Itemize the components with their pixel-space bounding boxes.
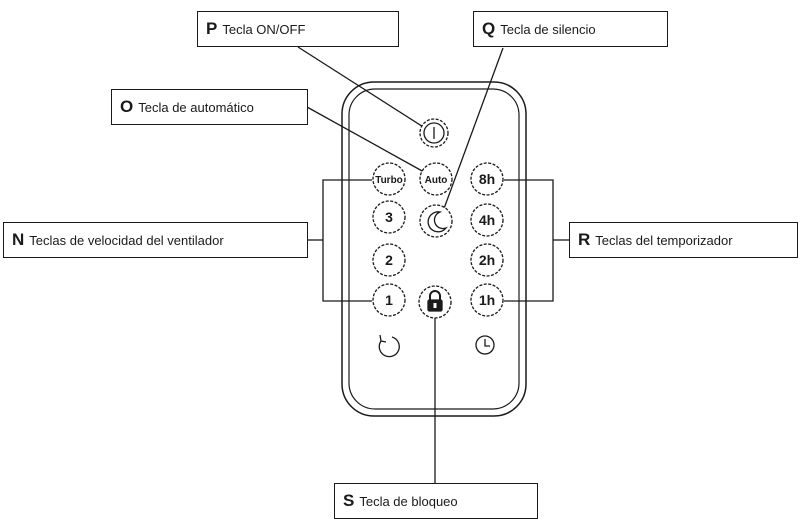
timer-4h-button[interactable] bbox=[470, 203, 504, 237]
turbo-button[interactable] bbox=[372, 162, 406, 196]
speed-3-button[interactable] bbox=[372, 200, 406, 234]
clock-icon bbox=[475, 335, 495, 355]
callout-o: O Tecla de automático bbox=[111, 89, 308, 125]
auto-label: Auto bbox=[425, 175, 448, 186]
leader-line-o bbox=[306, 106, 425, 173]
leader-line-p bbox=[297, 46, 429, 131]
timer-4h-label: 4h bbox=[479, 212, 495, 228]
timer-1h-label: 1h bbox=[479, 292, 495, 308]
timer-8h-label: 8h bbox=[479, 171, 495, 187]
callout-p: P Tecla ON/OFF bbox=[197, 11, 399, 47]
callout-s: S Tecla de bloqueo bbox=[334, 483, 538, 519]
turbo-label: Turbo bbox=[375, 175, 403, 186]
speed-2-button[interactable] bbox=[372, 243, 406, 277]
lock-icon bbox=[427, 290, 443, 312]
callout-r-text: Teclas del temporizador bbox=[595, 232, 733, 248]
callout-r-letter: R bbox=[578, 230, 591, 249]
callout-s-letter: S bbox=[343, 491, 355, 510]
rotate-icon bbox=[378, 334, 400, 358]
callout-r: R Teclas del temporizador bbox=[569, 222, 798, 258]
speed-2-label: 2 bbox=[385, 252, 393, 268]
callout-o-letter: O bbox=[120, 97, 134, 116]
callout-o-text: Tecla de automático bbox=[138, 99, 254, 115]
callout-q-text: Tecla de silencio bbox=[500, 21, 596, 37]
callout-q: Q Tecla de silencio bbox=[473, 11, 668, 47]
callout-p-letter: P bbox=[206, 19, 218, 38]
callout-p-text: Tecla ON/OFF bbox=[222, 21, 306, 37]
timer-2h-button[interactable] bbox=[470, 243, 504, 277]
moon-icon bbox=[427, 211, 448, 233]
speed-1-label: 1 bbox=[385, 292, 393, 308]
timer-2h-label: 2h bbox=[479, 252, 495, 268]
speed-3-label: 3 bbox=[385, 209, 393, 225]
auto-button[interactable] bbox=[419, 162, 453, 196]
callout-n: N Teclas de velocidad del ventilador bbox=[3, 222, 308, 258]
leader-line-q bbox=[441, 47, 504, 215]
speed-1-button[interactable] bbox=[372, 283, 406, 317]
callout-s-text: Tecla de bloqueo bbox=[359, 493, 458, 509]
timer-1h-button[interactable] bbox=[470, 283, 504, 317]
callout-q-letter: Q bbox=[482, 19, 496, 38]
callout-n-text: Teclas de velocidad del ventilador bbox=[29, 232, 224, 248]
remote-inner-outline bbox=[348, 88, 520, 410]
silent-button[interactable] bbox=[419, 204, 453, 238]
callout-n-letter: N bbox=[12, 230, 25, 249]
timer-8h-button[interactable] bbox=[470, 162, 504, 196]
power-button[interactable] bbox=[419, 118, 449, 148]
lock-button[interactable] bbox=[418, 285, 452, 319]
